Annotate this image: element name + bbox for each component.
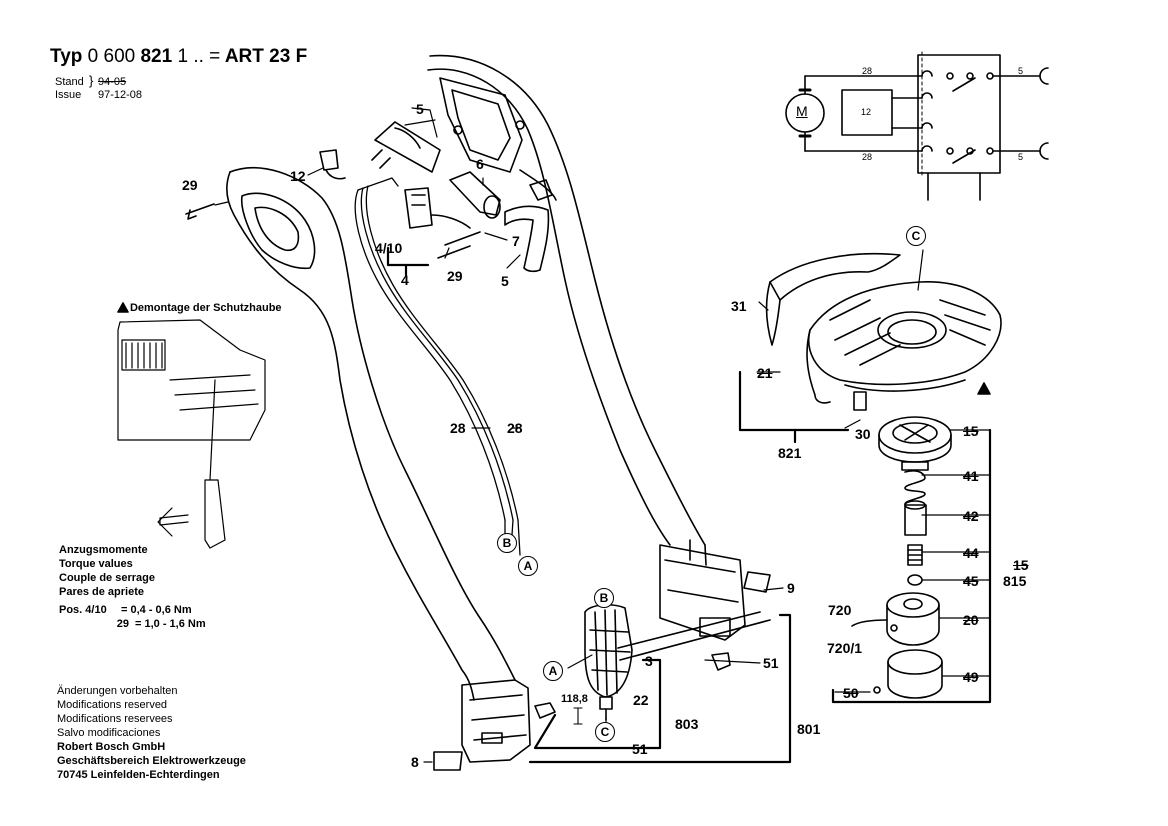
small-parts: [185, 149, 867, 771]
motor-symbol: M: [796, 103, 808, 119]
warning-triangle-icon: [117, 302, 129, 313]
callout: 4: [401, 272, 409, 288]
reference-circle-a: A: [543, 661, 563, 681]
document-title: Typ 0 600 821 1 .. = ART 23 F: [50, 46, 308, 67]
reference-circle-b: B: [594, 588, 614, 608]
callout: 42: [963, 508, 979, 524]
torque-line: Pares de apriete: [59, 586, 144, 598]
callout: 720: [828, 602, 852, 618]
callout: 51: [632, 741, 648, 757]
callout: 50: [843, 685, 859, 701]
stand-value: 94-05: [98, 76, 127, 88]
group-brackets: [386, 246, 992, 764]
torque-pos: Pos. 4/10: [59, 604, 107, 616]
callout: 41: [963, 468, 979, 484]
wire-label: 5: [1018, 66, 1024, 76]
callout: 801: [797, 721, 821, 737]
torque-line: Anzugsmomente: [59, 544, 148, 556]
torque-line: Couple de serrage: [59, 572, 155, 584]
dimension-label: 118,8: [561, 693, 588, 705]
callout: 3: [645, 653, 653, 669]
screwdriver-inset: [117, 319, 266, 549]
issue-label: Issue: [55, 89, 82, 101]
spool-parts: [851, 416, 952, 699]
issue-value: 97-12-08: [98, 89, 143, 101]
callout: 21: [757, 365, 773, 381]
dimension-118-8: [573, 707, 583, 725]
torque-pos: 29: [116, 618, 129, 630]
torque-values-block: Anzugsmomente Torque values Couple de se…: [59, 543, 206, 631]
callout: 30: [855, 426, 871, 442]
callout: 12: [290, 168, 306, 184]
warning-triangle-icon: [977, 382, 991, 395]
callout: 821: [778, 445, 802, 461]
torque-value: = 0,4 - 0,6 Nm: [121, 604, 192, 616]
reference-circle-b: B: [497, 533, 517, 553]
cable-28: [354, 177, 521, 556]
callout: 44: [963, 545, 979, 561]
callout: 815: [1003, 573, 1027, 589]
guard-hood: [765, 252, 1002, 404]
callout: 4/10: [375, 240, 403, 256]
callout: 15: [1013, 557, 1029, 573]
torque-value: = 1,0 - 1,6 Nm: [135, 618, 206, 630]
footer-notes: Änderungen vorbehalten Modifications res…: [57, 685, 246, 781]
callout: 5: [416, 101, 424, 117]
callout: 5: [501, 273, 509, 289]
reference-circle-c: C: [906, 226, 926, 246]
component-box-label: 12: [861, 107, 872, 117]
leader-lines: [214, 107, 991, 763]
callout: 720/1: [827, 640, 863, 656]
reference-circle-a: A: [518, 556, 538, 576]
callout: 45: [963, 573, 979, 589]
callout: 7: [512, 233, 520, 249]
wire-label: 28: [862, 66, 873, 76]
torque-line: Torque values: [59, 558, 133, 570]
wiring-schematic: [785, 51, 1049, 201]
callout: 22: [633, 692, 649, 708]
callout: 8: [411, 754, 419, 770]
lower-handle-shell: [226, 167, 531, 763]
plug-parts: [371, 121, 550, 273]
wire-label: 5: [1018, 152, 1024, 162]
wire-label: 28: [862, 152, 873, 162]
callout: 803: [675, 716, 699, 732]
callout: 51: [763, 655, 779, 671]
callout: 9: [787, 580, 795, 596]
callout: 28: [450, 420, 466, 436]
callout: 6: [476, 156, 484, 172]
callout: 31: [731, 298, 747, 314]
callout: 29: [182, 177, 198, 193]
callout: 29: [447, 268, 463, 284]
callout: 20: [963, 612, 979, 628]
reference-circle-c: C: [595, 722, 615, 742]
callout: 15: [963, 423, 979, 439]
callout: 28: [507, 420, 523, 436]
upper-handle-housing: [427, 54, 746, 641]
callout: 49: [963, 669, 979, 685]
stand-label: Stand: [55, 76, 84, 88]
